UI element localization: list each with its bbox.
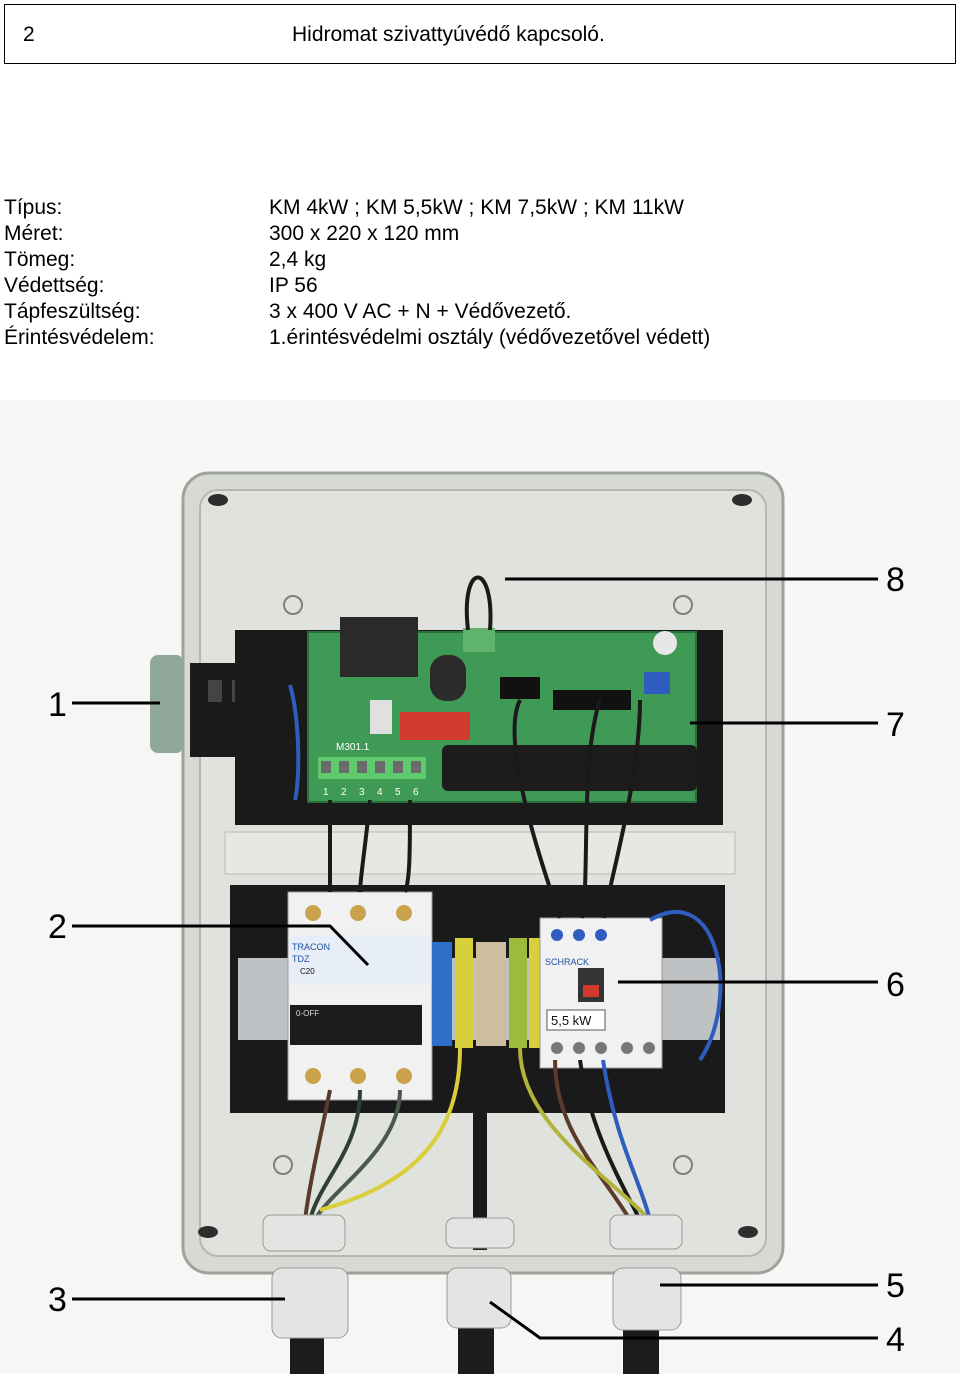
callout-lines — [72, 577, 878, 1340]
spec-value: 3 x 400 V AC + N + Védővezető. — [269, 300, 572, 323]
spec-label: Típus: — [4, 196, 63, 219]
mounting-bosses — [273, 595, 693, 1175]
circuit-breaker: TRACON TDZ C20 0-OFF — [287, 891, 433, 1101]
callout-8: 8 — [886, 561, 905, 599]
spec-value: KM 4kW ; KM 5,5kW ; KM 7,5kW ; KM 11kW — [269, 196, 684, 219]
terminal-number: 6 — [413, 787, 419, 798]
callout-7: 7 — [886, 706, 905, 744]
spec-value: IP 56 — [269, 274, 318, 297]
terminal-number: 1 — [323, 787, 329, 798]
terminal-number: 4 — [377, 787, 383, 798]
breaker-off-label: 0-OFF — [296, 1009, 319, 1018]
callout-4: 4 — [886, 1321, 905, 1359]
spec-label: Méret: — [4, 222, 64, 245]
spec-value: 1.érintésvédelmi osztály (védővezetővel … — [269, 326, 711, 349]
terminal-number: 3 — [359, 787, 365, 798]
document-title: Hidromat szivattyúvédő kapcsoló. — [292, 23, 605, 46]
breaker-rating: C20 — [300, 967, 315, 976]
contactor-brand: SCHRACK — [545, 957, 589, 967]
screw-holes — [198, 494, 758, 1238]
wiring — [288, 684, 723, 1250]
board-code: M301.1 — [336, 742, 370, 753]
contactor: SCHRACK 5,5 kW — [539, 917, 663, 1069]
callout-3: 3 — [48, 1281, 67, 1319]
spec-value: 300 x 220 x 120 mm — [269, 222, 460, 245]
spec-label: Érintésvédelem: — [4, 326, 155, 349]
breaker-brand: TRACON — [292, 942, 330, 952]
spec-label: Tápfeszültség: — [4, 300, 141, 323]
terminal-block — [432, 938, 543, 1048]
callout-6: 6 — [886, 966, 905, 1004]
page-number: 2 — [23, 23, 35, 46]
cable-divider — [224, 831, 736, 875]
callout-1: 1 — [48, 686, 67, 724]
current-transformer — [442, 745, 697, 791]
terminal-number: 2 — [341, 787, 347, 798]
callout-5: 5 — [886, 1267, 905, 1305]
cable-glands — [262, 1214, 683, 1339]
enclosure-photo: M301.1 1 2 3 4 5 6 TRACON TDZ C20 0-OFF — [0, 400, 960, 1374]
spec-label: Védettség: — [4, 274, 105, 297]
spec-label: Tömeg: — [4, 248, 76, 271]
spec-value: 2,4 kg — [269, 248, 327, 271]
page-header: 2 Hidromat szivattyúvédő kapcsoló. — [4, 4, 956, 64]
contactor-power: 5,5 kW — [551, 1013, 592, 1028]
callout-2: 2 — [48, 908, 67, 946]
terminal-number: 5 — [395, 787, 401, 798]
breaker-model: TDZ — [292, 954, 310, 964]
